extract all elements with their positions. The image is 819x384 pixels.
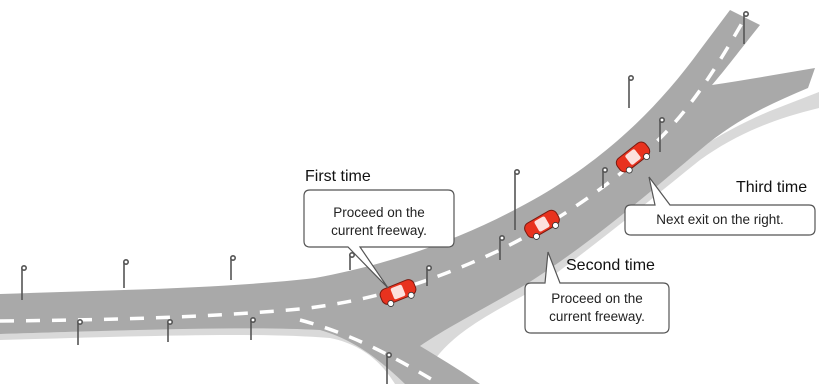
road-surface xyxy=(0,10,815,384)
bubble-first xyxy=(303,189,455,289)
light-pole-lamp xyxy=(167,318,174,325)
speech-bubbles xyxy=(303,176,816,334)
second-message-line-1: Proceed on the xyxy=(551,291,643,306)
first-message-line-1: Proceed on the xyxy=(333,205,425,220)
light-pole-lamp xyxy=(348,252,355,259)
second-time-label: Second time xyxy=(566,257,655,274)
lane-markings xyxy=(0,17,747,384)
car xyxy=(524,209,560,240)
light-pole-lamp xyxy=(123,258,130,265)
light-pole-lamp xyxy=(658,117,665,124)
second-time-message: Proceed on the current freeway. xyxy=(525,290,669,326)
bubble-third xyxy=(624,176,816,236)
first-time-label: First time xyxy=(305,168,371,185)
third-time-message: Next exit on the right. xyxy=(625,211,815,229)
second-message-line-2: current freeway. xyxy=(549,309,645,324)
light-pole-lamp xyxy=(77,318,84,325)
bubble-second xyxy=(524,251,670,334)
light-pole-lamp xyxy=(385,351,392,358)
light-pole-lamp xyxy=(498,235,505,242)
light-pole-lamp xyxy=(601,167,608,174)
first-time-message: Proceed on the current freeway. xyxy=(304,204,454,240)
light-pole-lamp xyxy=(425,264,432,271)
light-pole-lamp xyxy=(513,169,520,176)
car xyxy=(379,279,417,307)
light-pole-lamp xyxy=(230,255,237,262)
third-message-line-1: Next exit on the right. xyxy=(656,212,784,227)
light-pole-lamp xyxy=(742,11,749,18)
light-pole-lamp xyxy=(250,316,257,323)
first-message-line-2: current freeway. xyxy=(331,223,427,238)
car xyxy=(615,141,651,174)
light-poles xyxy=(20,11,749,384)
cars xyxy=(379,141,651,307)
third-time-label: Third time xyxy=(736,179,808,196)
light-pole-lamp xyxy=(627,75,634,82)
light-pole-lamp xyxy=(20,264,27,271)
